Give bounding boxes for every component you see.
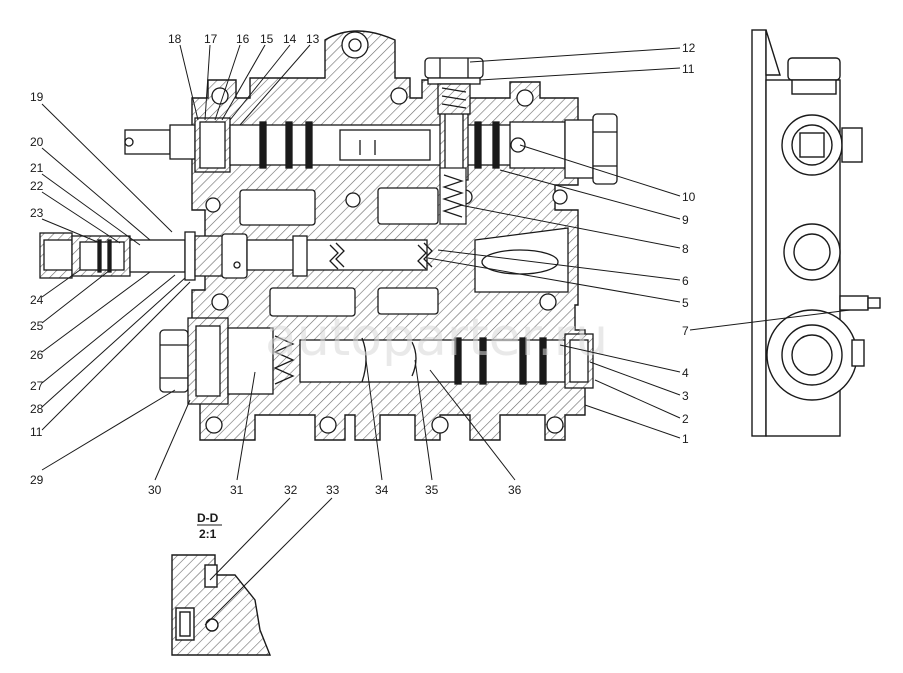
callout-18: 18 [168,32,182,46]
callout-22: 22 [30,179,44,193]
callout-25: 25 [30,319,44,333]
middle-spool-assembly [39,231,433,281]
callout-8: 8 [682,242,689,256]
callout-14: 14 [283,32,297,46]
section-name: D-D [197,511,219,525]
callout-7: 7 [682,324,689,338]
callout-16: 16 [236,32,250,46]
callout-5: 5 [682,296,689,310]
callout-29: 29 [30,473,44,487]
leader-lines [41,44,851,626]
section-detail [171,554,272,656]
callout-6: 6 [682,274,689,288]
watermark-text: autoparter.ru [265,308,608,368]
callout-36: 36 [508,483,522,497]
middle-spring [439,167,467,225]
callout-15: 15 [260,32,274,46]
top-spool-assembly [124,109,618,185]
callout-1: 1 [682,432,689,446]
bottom-spool-assembly [159,317,594,405]
callout-2: 2 [682,412,689,426]
mounting-holes [205,31,568,434]
top-plug-assembly [424,57,484,115]
callout-10: 10 [682,190,696,204]
callout-3: 3 [682,389,689,403]
callout-27: 27 [30,379,44,393]
callout-33: 33 [326,483,340,497]
section-scale: 2:1 [199,527,217,541]
callout-30: 30 [148,483,162,497]
callout-9: 9 [682,213,689,227]
callout-labels: 18 17 16 15 14 13 19 20 21 22 23 24 25 2… [30,32,696,497]
callout-34: 34 [375,483,389,497]
callout-23: 23 [30,206,44,220]
callout-24: 24 [30,293,44,307]
callout-13: 13 [306,32,320,46]
callout-4: 4 [682,366,689,380]
callout-11-right: 11 [682,62,695,76]
callout-17: 17 [204,32,218,46]
callout-11-left: 11 [30,425,43,439]
callout-31: 31 [230,483,244,497]
callout-21: 21 [30,161,44,175]
callout-12: 12 [682,41,696,55]
side-view [751,29,881,437]
callout-20: 20 [30,135,44,149]
section-title: D-D 2:1 [197,511,222,541]
callout-28: 28 [30,402,44,416]
callout-19: 19 [30,90,44,104]
internal-cavities [239,187,569,317]
callout-26: 26 [30,348,44,362]
callout-32: 32 [284,483,298,497]
callout-35: 35 [425,483,439,497]
